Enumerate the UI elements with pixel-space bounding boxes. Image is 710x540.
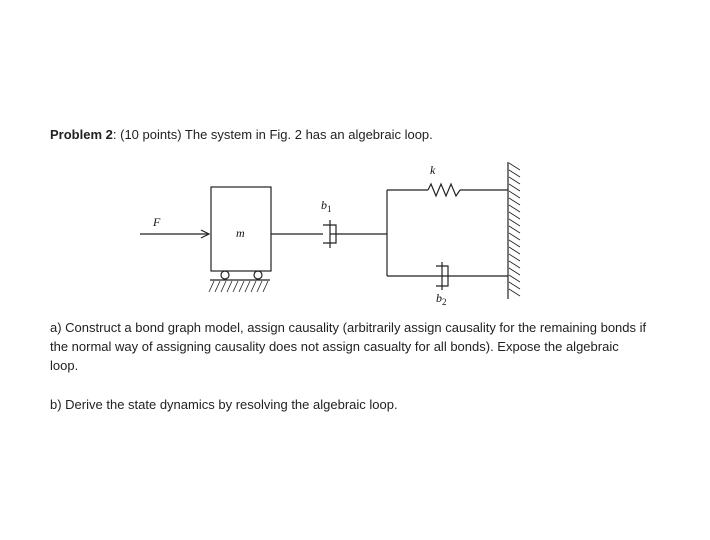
wheel-left [220, 270, 230, 280]
mass-block [210, 186, 272, 272]
part-a-text: a) Construct a bond graph model, assign … [50, 320, 647, 373]
spring-label: k [430, 163, 436, 177]
spring-coil [427, 182, 461, 198]
damper1-subscript: 1 [327, 204, 332, 214]
wall-hatch [508, 162, 521, 297]
ground-hatch [208, 280, 269, 293]
problem-label: Problem 2 [50, 127, 113, 142]
force-label: F [152, 215, 161, 229]
problem-statement: The system in Fig. 2 has an algebraic lo… [184, 127, 433, 142]
problem-heading: Problem 2: (10 points) The system in Fig… [50, 126, 433, 144]
damper1-label: b1 [321, 198, 332, 214]
mechanical-system-figure: F m b1 k b2 [140, 158, 530, 313]
damper2-symbol: b [436, 291, 442, 305]
force-arrowhead [200, 229, 211, 239]
part-b-text: b) Derive the state dynamics by resolvin… [50, 397, 398, 412]
mass-label: m [236, 226, 245, 240]
problem-colon: : [112, 127, 117, 142]
problem-points: (10 points) [120, 127, 182, 142]
damper2-label: b2 [436, 291, 447, 307]
figure-svg: F m b1 k b2 [140, 162, 521, 307]
damper2-subscript: 2 [442, 297, 447, 307]
wheel-right [253, 270, 263, 280]
damper1-symbol: b [321, 198, 327, 212]
